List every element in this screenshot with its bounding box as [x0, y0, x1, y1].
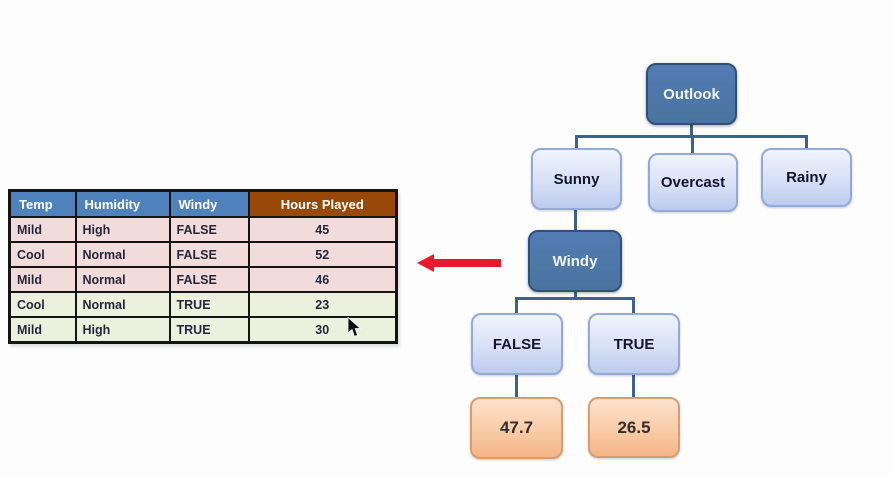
tree-node-windy-false: FALSE — [471, 313, 563, 375]
cell-hours-played: 46 — [247, 266, 398, 293]
cell-hours-played: 52 — [247, 241, 398, 268]
cell-temp: Mild — [8, 316, 77, 344]
mouse-cursor-icon — [347, 316, 363, 339]
cell-windy: FALSE — [168, 216, 250, 243]
table-row: Mild High TRUE 30 — [8, 316, 398, 344]
cell-humidity: Normal — [74, 291, 171, 318]
column-header-temp: Temp — [8, 189, 77, 218]
column-header-humidity: Humidity — [74, 189, 171, 218]
cell-windy: FALSE — [168, 241, 250, 268]
table-row: Cool Normal FALSE 52 — [8, 241, 398, 268]
tree-connector — [515, 298, 518, 315]
tree-node-label: FALSE — [492, 335, 542, 353]
red-arrow-head — [417, 254, 434, 272]
tree-connector — [515, 297, 635, 300]
tree-connector — [632, 373, 635, 399]
table-header-row: Temp Humidity Windy Hours Played — [8, 189, 398, 218]
cell-temp: Mild — [8, 266, 77, 293]
cell-hours-played: 45 — [247, 216, 398, 243]
tree-node-label: Windy — [552, 252, 598, 270]
tree-node-label: Outlook — [663, 85, 720, 103]
tree-node-windy: Windy — [528, 230, 622, 292]
tree-node-label: Overcast — [660, 174, 726, 191]
tree-connector — [691, 136, 694, 155]
cell-windy: TRUE — [168, 291, 250, 318]
tree-connector — [574, 290, 577, 300]
tree-connector — [632, 298, 635, 315]
tree-node-sunny: Sunny — [531, 148, 622, 210]
tree-connector — [690, 123, 693, 137]
tree-node-windy-true: TRUE — [588, 313, 680, 375]
cell-humidity: Normal — [74, 241, 171, 268]
cell-windy: FALSE — [168, 266, 250, 293]
tree-connector — [805, 136, 808, 150]
cell-temp: Mild — [8, 216, 77, 243]
table-row: Cool Normal TRUE 23 — [8, 291, 398, 318]
cell-temp: Cool — [8, 241, 77, 268]
table-row: Mild High FALSE 45 — [8, 216, 398, 243]
training-data-table: Temp Humidity Windy Hours Played Mild Hi… — [8, 189, 398, 344]
tree-node-label: Sunny — [553, 170, 600, 188]
tree-connector — [575, 136, 578, 150]
cell-humidity: High — [74, 216, 171, 243]
red-arrow-shaft — [432, 259, 501, 267]
tree-node-label: TRUE — [613, 335, 655, 353]
cell-windy: TRUE — [168, 316, 250, 344]
tree-node-rainy: Rainy — [761, 148, 852, 207]
cell-hours-played: 30 — [247, 316, 398, 344]
tree-leaf-value-false: 47.7 — [470, 397, 563, 459]
column-header-windy: Windy — [168, 189, 250, 218]
table-row: Mild Normal FALSE 46 — [8, 266, 398, 293]
tree-node-label: Rainy — [786, 169, 827, 186]
tree-connector — [515, 373, 518, 399]
tree-node-label: 47.7 — [499, 418, 534, 437]
cell-humidity: High — [74, 316, 171, 344]
cell-hours-played: 23 — [247, 291, 398, 318]
column-header-hours-played: Hours Played — [247, 189, 398, 218]
tree-node-overcast: Overcast — [648, 153, 738, 212]
tree-node-outlook: Outlook — [646, 63, 737, 125]
tree-connector — [574, 208, 577, 232]
tree-leaf-value-true: 26.5 — [588, 397, 680, 458]
red-arrow-left-icon — [417, 254, 503, 272]
cell-temp: Cool — [8, 291, 77, 318]
tree-node-label: 26.5 — [617, 417, 651, 437]
cell-humidity: Normal — [74, 266, 171, 293]
